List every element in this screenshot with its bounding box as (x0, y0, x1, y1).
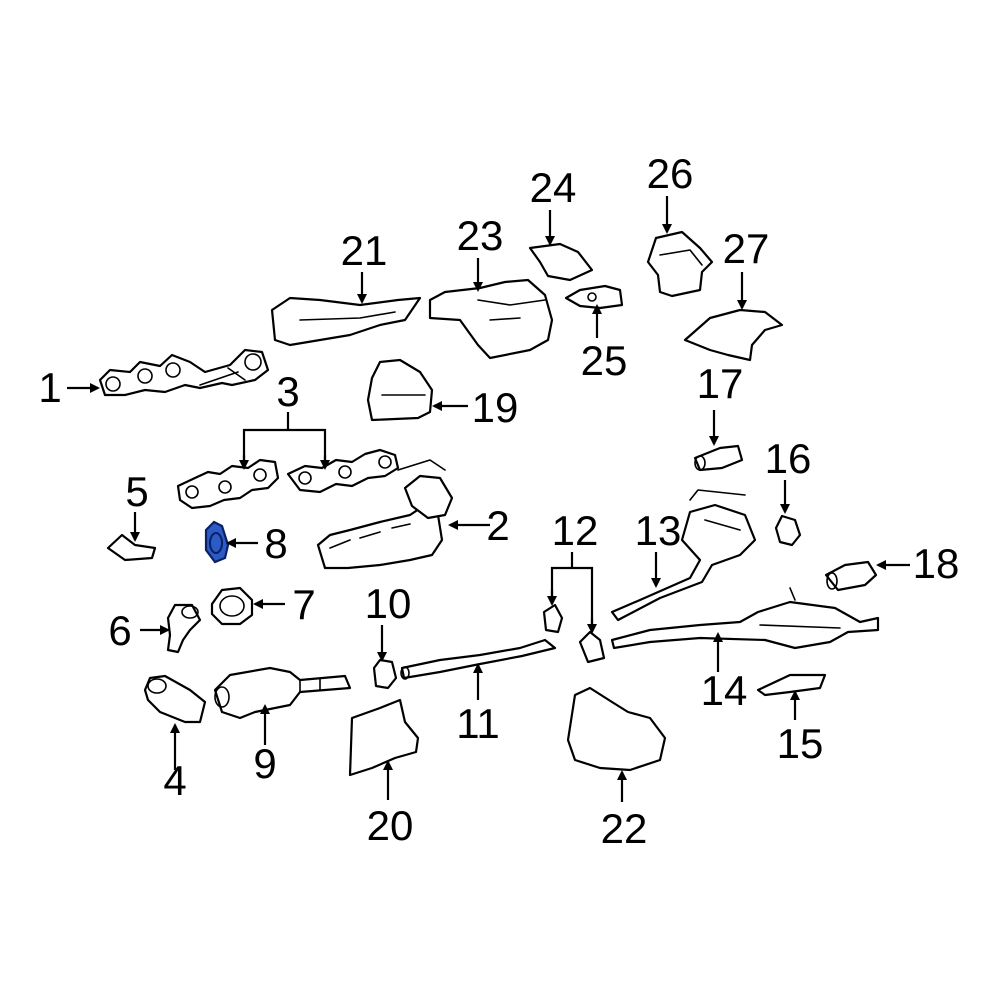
callout-labels: 1 2 3 4 5 6 7 8 9 10 11 12 13 14 15 16 1… (38, 150, 959, 852)
callout-27: 27 (723, 225, 770, 272)
part-11-intermediate-pipe[interactable] (400, 638, 557, 680)
callout-22: 22 (601, 805, 648, 852)
part-24-bracket[interactable] (528, 242, 594, 282)
part-12-hanger-left[interactable] (542, 603, 564, 634)
part-18-tail-pipe-tip[interactable] (824, 560, 878, 592)
callout-20: 20 (367, 802, 414, 849)
callout-8: 8 (264, 520, 287, 567)
part-16-hanger[interactable] (774, 514, 802, 547)
callout-4: 4 (163, 757, 186, 804)
leader-lines (67, 196, 910, 802)
callout-6: 6 (108, 607, 131, 654)
part-27-heat-shield[interactable] (683, 308, 784, 362)
part-3-right-gasket[interactable] (286, 448, 400, 494)
callout-10: 10 (365, 580, 412, 627)
part-22-heat-shield[interactable] (566, 686, 667, 772)
part-12-hanger-right[interactable] (578, 630, 606, 664)
part-25-clip[interactable] (564, 284, 624, 310)
callout-21: 21 (341, 227, 388, 274)
callout-9: 9 (253, 740, 276, 787)
part-13-rear-muffler[interactable] (610, 489, 757, 622)
part-4-catalytic-converter[interactable] (143, 674, 207, 724)
leader-3-bracket (242, 428, 327, 465)
part-8-gasket[interactable] (204, 520, 230, 564)
callout-16: 16 (765, 435, 812, 482)
part-19-heat-shield[interactable] (366, 358, 434, 422)
callout-24: 24 (530, 164, 577, 211)
callout-25: 25 (581, 337, 628, 384)
part-10-hanger[interactable] (372, 658, 398, 690)
callout-23: 23 (457, 212, 504, 259)
part-5-bracket[interactable] (106, 533, 157, 562)
callout-18: 18 (913, 540, 960, 587)
callout-12: 12 (552, 507, 599, 554)
callout-7: 7 (292, 581, 315, 628)
part-3-left-gasket[interactable] (176, 458, 280, 510)
part-7-flange[interactable] (210, 586, 254, 626)
callout-14: 14 (701, 667, 748, 714)
callout-13: 13 (635, 507, 682, 554)
part-2-exhaust-manifold-catalytic[interactable] (316, 459, 454, 570)
callout-5: 5 (125, 468, 148, 515)
part-21-heat-shield[interactable] (270, 296, 422, 347)
part-20-heat-shield[interactable] (348, 698, 420, 777)
callout-3: 3 (276, 368, 299, 415)
callout-1: 1 (38, 364, 61, 411)
callout-2: 2 (486, 502, 509, 549)
part-14-rear-exhaust-muffler[interactable] (610, 587, 880, 650)
part-15-bracket[interactable] (756, 673, 827, 697)
part-1-exhaust-manifold[interactable] (98, 348, 270, 397)
callout-19: 19 (472, 384, 519, 431)
part-17-tail-pipe-tip[interactable] (693, 444, 744, 472)
callout-15: 15 (777, 720, 824, 767)
callout-11: 11 (456, 700, 500, 747)
part-26-bracket[interactable] (646, 230, 714, 298)
part-6-pipe-elbow[interactable] (166, 603, 202, 654)
callout-17: 17 (697, 360, 744, 407)
part-9-front-pipe-converter[interactable] (213, 666, 352, 720)
callout-26: 26 (647, 150, 694, 197)
part-23-heat-shield[interactable] (428, 278, 554, 360)
